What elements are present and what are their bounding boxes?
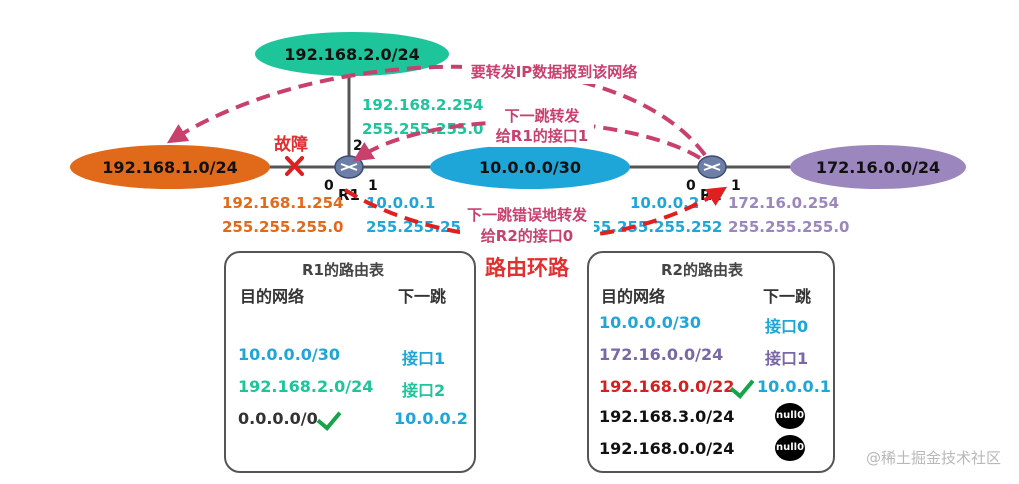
network-right-label: 172.16.0.0/24 <box>816 158 940 177</box>
forward-to-network-label: 要转发IP数据报到该网络 <box>471 63 638 81</box>
r1-row-dest: 0.0.0.0/0 <box>238 409 318 428</box>
r1-table-title: R1的路由表 <box>302 261 384 279</box>
r1-row-dest: 192.168.2.0/24 <box>238 377 374 396</box>
wrong-hop-label-1: 下一跳错误地转发 <box>467 206 588 224</box>
network-top-label: 192.168.2.0/24 <box>284 45 419 64</box>
arrow-forward-to-network <box>166 64 707 157</box>
r2-col-next: 下一跳 <box>763 287 812 306</box>
r2-port1: 1 <box>731 178 741 194</box>
network-left-label: 192.168.1.0/24 <box>102 158 237 177</box>
next-hop-label-2: 给R1的接口1 <box>496 127 588 145</box>
r1-routing-table: R1的路由表 目的网络 下一跳 10.0.0.0/30 接口1 192.168.… <box>224 251 476 473</box>
r2-row-next: 10.0.0.1 <box>757 377 831 396</box>
r1-row-next: 接口2 <box>402 381 446 400</box>
wrong-hop-label-2: 给R2的接口0 <box>481 227 573 245</box>
fault-label: 故障 <box>274 134 308 155</box>
r2-row-next: 接口1 <box>765 349 809 368</box>
r2-row-next: 接口0 <box>765 317 809 336</box>
router-r2-icon <box>697 155 727 179</box>
r1-left-ip: 192.168.1.254 <box>222 194 343 212</box>
r1-row-next: 10.0.0.2 <box>394 409 468 428</box>
r1-port1: 1 <box>368 178 378 194</box>
r1-row-next: 接口1 <box>402 349 446 368</box>
check-icon <box>316 405 342 431</box>
r2-row-dest: 192.168.0.0/24 <box>599 439 735 458</box>
r1-mid-ip: 10.0.0.1 <box>366 194 435 212</box>
r1-row-dest: 10.0.0.0/30 <box>238 345 341 364</box>
loop-label: 路由环路 <box>485 256 570 280</box>
r1-port0: 0 <box>324 178 334 194</box>
r1-port2: 2 <box>353 138 363 154</box>
network-middle-label: 10.0.0.0/30 <box>479 158 581 177</box>
r2-table-title: R2的路由表 <box>661 261 743 279</box>
r2-routing-table: R2的路由表 目的网络 下一跳 10.0.0.0/30 接口0 172.16.0… <box>587 251 835 473</box>
null0-badge: null0 <box>775 403 805 429</box>
r2-right-mask: 255.255.255.0 <box>728 218 849 236</box>
r1-name: R1 <box>338 186 360 204</box>
r2-col-dest: 目的网络 <box>601 287 666 306</box>
r2-right-ip: 172.16.0.254 <box>728 194 839 212</box>
r2-row-dest: 10.0.0.0/30 <box>599 313 702 332</box>
network-left <box>70 145 270 189</box>
router-r1-icon <box>334 155 364 179</box>
network-middle <box>430 145 630 189</box>
r2-row-dest: 172.16.0.0/24 <box>599 345 724 364</box>
arrow-next-hop-r1 <box>352 119 702 162</box>
r2-mid-mask: 255.255.255.252 <box>580 218 722 236</box>
r2-mid-ip: 10.0.0.2 <box>630 194 699 212</box>
next-hop-label-1: 下一跳转发 <box>504 107 580 125</box>
fault-x-icon <box>285 156 304 176</box>
r1-col-dest: 目的网络 <box>240 287 305 306</box>
r1-col-next: 下一跳 <box>398 287 447 306</box>
r2-row-dest: 192.168.3.0/24 <box>599 407 735 426</box>
r1-top-ip: 192.168.2.254 <box>362 96 483 114</box>
watermark: @稀土掘金技术社区 <box>865 449 1001 467</box>
r2-port0: 0 <box>686 178 696 194</box>
r2-row-dest: 192.168.0.0/22 <box>599 377 735 396</box>
null0-badge: null0 <box>775 435 805 461</box>
network-top <box>255 32 449 76</box>
network-right <box>790 145 966 189</box>
r1-left-mask: 255.255.255.0 <box>222 218 343 236</box>
r1-top-mask: 255.255.255.0 <box>362 120 483 138</box>
